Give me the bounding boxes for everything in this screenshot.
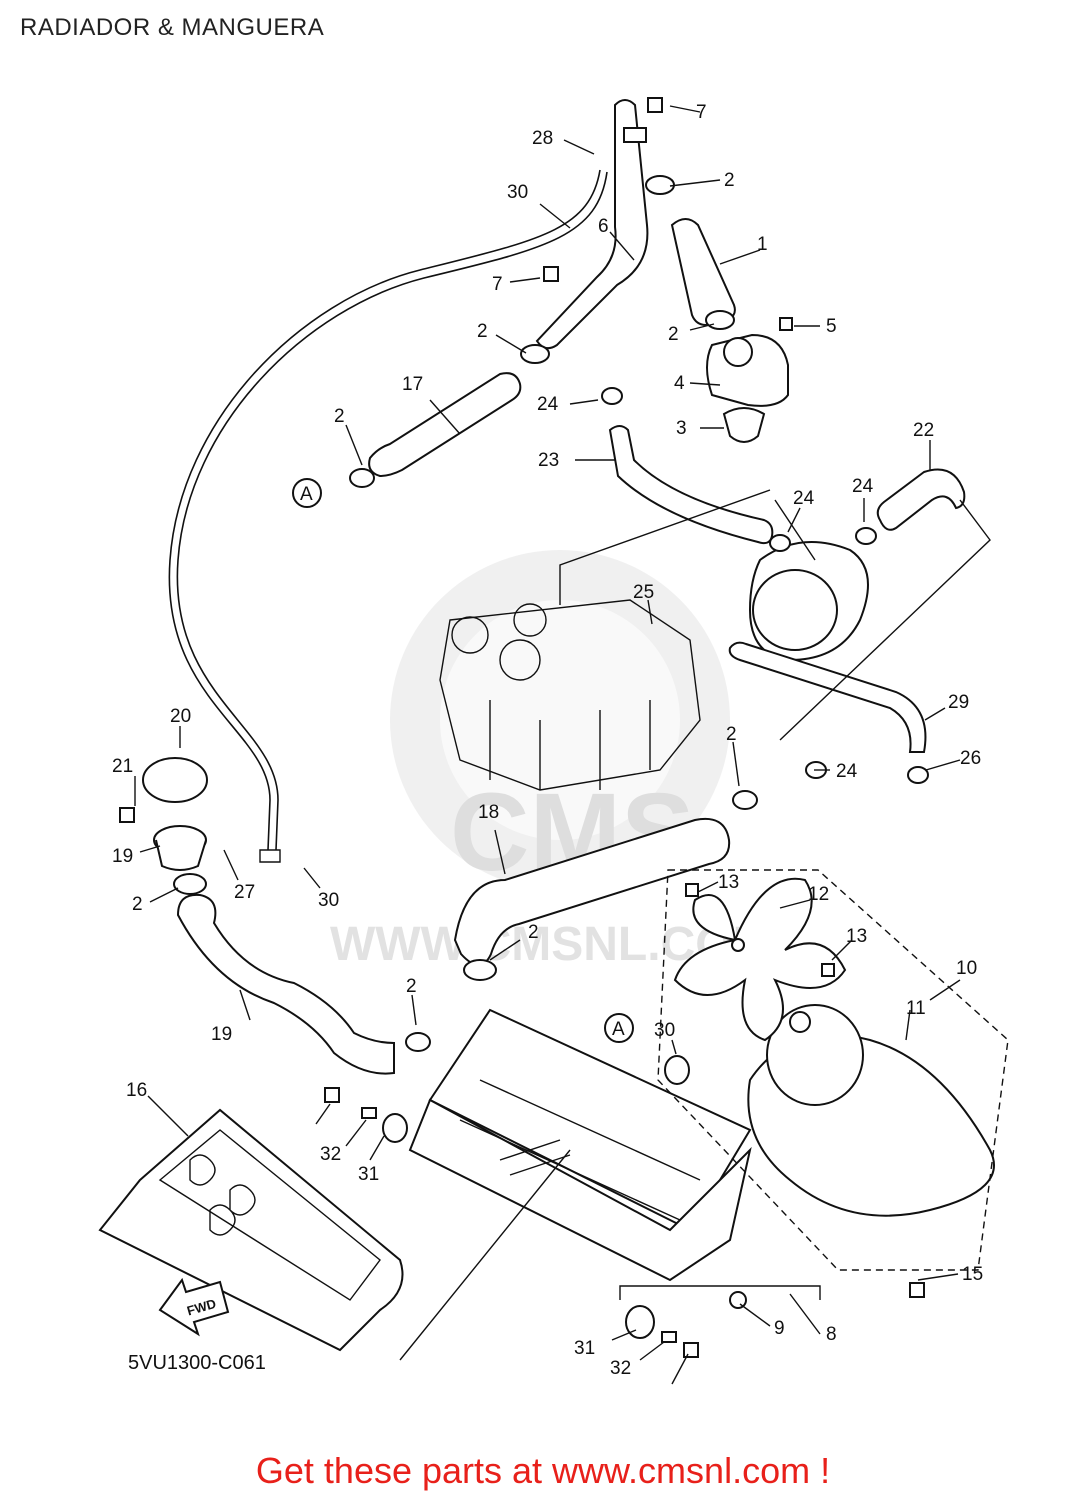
reference-mark-a: A A bbox=[292, 478, 634, 1043]
callout-2b: 2 bbox=[477, 321, 488, 342]
hose-23 bbox=[608, 425, 774, 545]
footer-link-text[interactable]: Get these parts at www.cmsnl.com ! bbox=[255, 1450, 831, 1491]
callout-31b: 32 bbox=[610, 1358, 631, 1379]
callout-16: 17 bbox=[402, 374, 423, 395]
callout-22: 22 bbox=[913, 420, 934, 441]
callout-21: 21 bbox=[112, 756, 133, 777]
radiator-cap-19 bbox=[142, 757, 208, 803]
callout-28: 30 bbox=[507, 182, 528, 203]
callout-labels: 7 2 28 30 6 1 7 2 5 2 4 17 24 2 3 22 23 … bbox=[112, 102, 983, 1379]
callout-24d: 24 bbox=[836, 761, 858, 782]
callout-2c: 2 bbox=[668, 324, 679, 345]
leader-lines bbox=[399, 489, 991, 1361]
water-pipe-6 bbox=[535, 99, 649, 350]
callout-leaders bbox=[134, 105, 961, 1385]
cooling-fan-12 bbox=[673, 877, 847, 1042]
radiator-guard-15 bbox=[98, 1108, 404, 1352]
callout-20: 19 bbox=[112, 846, 133, 867]
callout-11: 11 bbox=[906, 998, 926, 1019]
radiator-hose-16 bbox=[368, 372, 522, 478]
callout-10: 10 bbox=[956, 958, 977, 979]
callout-8: 8 bbox=[826, 1324, 837, 1345]
radiator-hose-18 bbox=[176, 893, 395, 1075]
callout-1: 1 bbox=[757, 234, 768, 255]
hose-22 bbox=[876, 468, 966, 531]
callout-24b: 24 bbox=[793, 488, 815, 509]
overflow-hose-28 bbox=[168, 169, 608, 863]
callout-7b: 7 bbox=[492, 274, 503, 295]
callout-4: 4 bbox=[674, 373, 685, 394]
callout-18: 19 bbox=[211, 1024, 232, 1045]
callout-7: 7 bbox=[696, 102, 707, 123]
callout-15: 16 bbox=[126, 1080, 147, 1101]
fan-assembly-outline bbox=[657, 869, 1009, 1271]
radiator-core bbox=[408, 1008, 752, 1282]
callout-2e: 2 bbox=[726, 724, 737, 745]
callout-5: 5 bbox=[826, 316, 837, 337]
callout-13b: 13 bbox=[846, 926, 867, 947]
page-title: RADIADOR & MANGUERA bbox=[20, 14, 325, 41]
callout-13a: 13 bbox=[718, 872, 739, 893]
callout-14: 15 bbox=[962, 1264, 983, 1285]
reservoir-tank bbox=[748, 541, 869, 662]
radiator-hose-1 bbox=[670, 218, 736, 327]
callout-2f: 2 bbox=[132, 894, 143, 915]
filler-neck-20 bbox=[153, 825, 207, 871]
reference-mark-a-label: A bbox=[300, 484, 313, 505]
callout-2g: 2 bbox=[528, 922, 539, 943]
callout-27: 29 bbox=[948, 692, 969, 713]
fwd-arrow: FWD bbox=[158, 1277, 230, 1337]
callout-2h: 2 bbox=[406, 976, 417, 997]
fan-shroud-11 bbox=[747, 1004, 995, 1217]
callout-26: 28 bbox=[532, 128, 553, 149]
callout-12: 12 bbox=[808, 884, 829, 905]
callout-30b: 31 bbox=[358, 1164, 379, 1185]
callout-3: 3 bbox=[676, 418, 687, 439]
hose-clamps bbox=[173, 175, 929, 1052]
fasteners bbox=[119, 97, 925, 1358]
callout-29: 30 bbox=[318, 890, 339, 911]
callout-2d: 2 bbox=[334, 406, 345, 427]
radiator-hose-17 bbox=[453, 818, 731, 966]
callout-25a: 25 bbox=[633, 582, 654, 603]
callout-25b: 26 bbox=[960, 748, 981, 769]
callout-6: 6 bbox=[598, 216, 609, 237]
callout-2: 2 bbox=[724, 170, 735, 191]
callout-23: 23 bbox=[538, 450, 559, 471]
callout-9: 9 bbox=[774, 1318, 785, 1339]
callout-24a: 24 bbox=[537, 394, 559, 415]
callout-30c: 31 bbox=[574, 1338, 595, 1359]
callout-17: 18 bbox=[478, 802, 499, 823]
reference-mark-a-label-2: A bbox=[612, 1019, 625, 1040]
callout-30a: 30 bbox=[654, 1020, 675, 1041]
callout-31a: 32 bbox=[320, 1144, 341, 1165]
assembly-bracket-8 bbox=[619, 1285, 821, 1300]
diagram-code: 5VU1300-C061 bbox=[128, 1352, 266, 1374]
callout-19: 20 bbox=[170, 706, 191, 727]
thermostat-housing-4 bbox=[706, 333, 789, 407]
hose-27 bbox=[728, 641, 927, 753]
thermostat-3 bbox=[722, 407, 766, 443]
callout-24c: 24 bbox=[852, 476, 874, 497]
callout-25c: 27 bbox=[234, 882, 255, 903]
